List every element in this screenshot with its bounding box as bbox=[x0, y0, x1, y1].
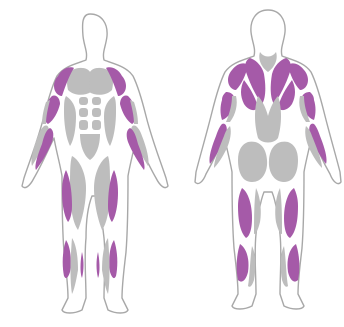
front-calf-inner-right bbox=[97, 252, 100, 278]
back-glute-right bbox=[269, 142, 298, 182]
front-body-outline bbox=[22, 14, 168, 313]
back-glute-left bbox=[238, 142, 267, 182]
front-figure bbox=[22, 14, 168, 313]
front-abs-2-right bbox=[92, 108, 101, 117]
back-figure bbox=[195, 10, 341, 309]
front-abs-1-right bbox=[92, 97, 101, 105]
front-abs-1-left bbox=[79, 97, 88, 105]
front-abs-3-right bbox=[92, 120, 101, 130]
front-abs-3-left bbox=[79, 120, 88, 130]
front-shin-right bbox=[102, 238, 110, 294]
front-abs-2-left bbox=[79, 108, 88, 117]
